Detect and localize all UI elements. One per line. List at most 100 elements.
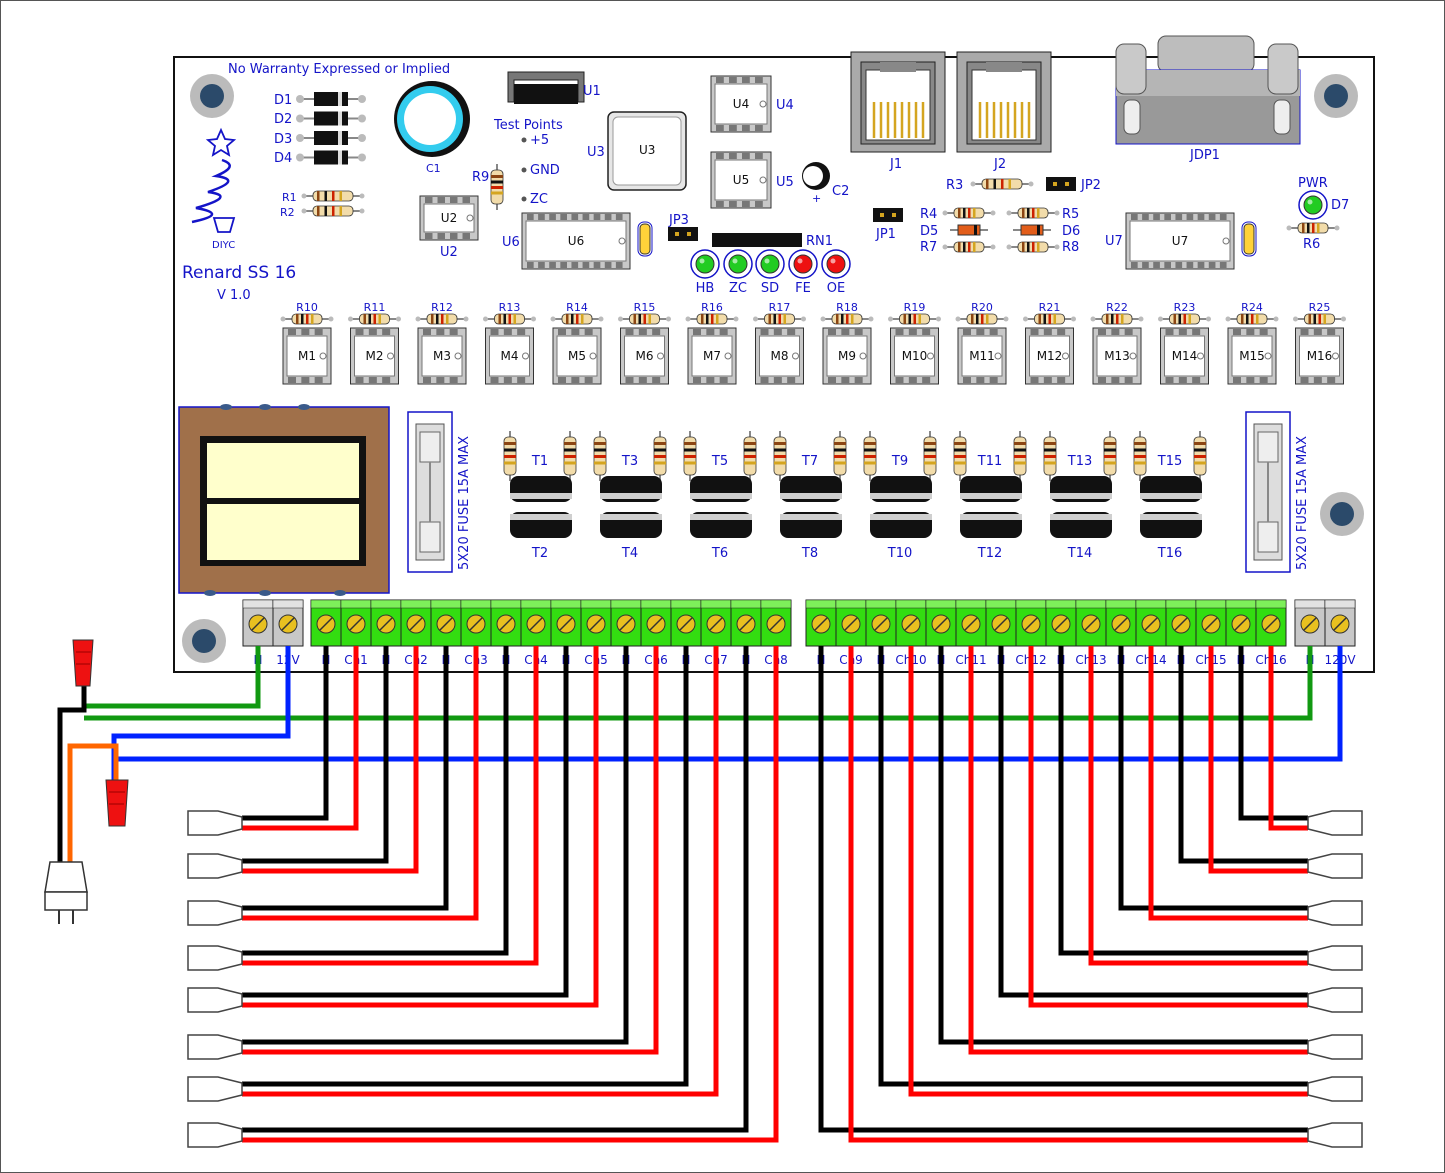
resistor-r20 (955, 313, 1009, 325)
resistor-r16 (685, 313, 739, 325)
label-d5: D5 (920, 224, 938, 239)
optocoupler-m12-text: M12 (1037, 349, 1063, 363)
label-t16: T16 (1157, 546, 1182, 561)
label-t15: T15 (1157, 454, 1182, 469)
lamp-plug-right-6 (1307, 900, 1363, 926)
triac-t1 (510, 476, 572, 502)
lamp-plug-left-5 (187, 987, 243, 1013)
terminal-right-15: N (1225, 599, 1257, 667)
label-t4: T4 (621, 546, 638, 561)
resistor-r3 (970, 178, 1034, 190)
resistor-r8 (1006, 241, 1060, 253)
resistor-triac-top-11-b (1013, 431, 1027, 481)
test-points-title: Test Points (493, 118, 563, 133)
chip-u4-text: U4 (733, 97, 749, 111)
rj45-jack-j1 (850, 51, 946, 153)
lamp-plug-left-4 (187, 945, 243, 971)
optocoupler-m9-text: M9 (838, 349, 856, 363)
label-r16: R16 (701, 301, 723, 314)
wire-nut-bottom (105, 779, 129, 827)
regulator-u1 (507, 71, 585, 103)
wire-right-ch-6 (1148, 646, 1308, 921)
board-version: V 1.0 (217, 288, 251, 303)
label-r9: R9 (472, 170, 489, 185)
wire-green-120v-n (84, 646, 1313, 721)
triac-t5 (690, 476, 752, 502)
resistor-triac-top-5-b (743, 431, 757, 481)
triac-t11 (960, 476, 1022, 502)
terminal-left-8: Ch4 (520, 599, 552, 667)
label-r14: R14 (566, 301, 588, 314)
label-r3: R3 (946, 178, 963, 193)
resistor-triac-top-5-a (683, 431, 697, 481)
resistor-triac-top-9-b (923, 431, 937, 481)
label-u2: U2 (440, 245, 458, 260)
label-jp1: JP1 (875, 227, 896, 242)
label-r19: R19 (904, 301, 926, 314)
label-r6: R6 (1303, 237, 1320, 252)
label-t1: T1 (531, 454, 548, 469)
resistor-triac-top-15-b (1193, 431, 1207, 481)
db9-connector-jdp1 (1115, 35, 1301, 145)
board-static-parts (178, 35, 1364, 663)
wire-right-n-3 (938, 646, 1308, 1045)
resistor-r12 (415, 313, 469, 325)
lamp-plug-right-4 (1307, 987, 1363, 1013)
optocoupler-m11: M11 (957, 327, 1007, 385)
label-r15: R15 (634, 301, 656, 314)
resistor-r5 (1006, 207, 1060, 219)
led-label-oe: OE (827, 281, 845, 296)
resistor-r9 (490, 164, 504, 210)
terminal-right-9: N (1045, 599, 1077, 667)
diode-d4 (296, 150, 366, 165)
optocoupler-m1: M1 (282, 327, 332, 385)
label-c2: C2 (832, 184, 849, 199)
chip-u6-text: U6 (568, 234, 584, 248)
led-d7 (1298, 190, 1328, 220)
wire-right-ch-4 (1028, 646, 1308, 1008)
label-u6: U6 (502, 235, 520, 250)
label-r2: R2 (280, 206, 295, 219)
optocoupler-m6-text: M6 (636, 349, 654, 363)
optocoupler-m16-text: M16 (1307, 349, 1333, 363)
resistor-r25 (1293, 313, 1346, 325)
label-t9: T9 (891, 454, 908, 469)
led-fe (788, 249, 818, 279)
label-jp2: JP2 (1080, 178, 1101, 193)
optocoupler-m16: M16 (1295, 327, 1344, 385)
wire-orange-mains (67, 743, 119, 862)
label-r11: R11 (364, 301, 386, 314)
resistor-r18 (820, 313, 874, 325)
wire-right-n-7 (1178, 646, 1308, 864)
fuse-right: 5X20 FUSE 15A MAX (1245, 411, 1310, 573)
resistor-r6 (1286, 222, 1340, 234)
optocoupler-m15: M15 (1227, 327, 1277, 385)
logo-text: DIYC (212, 240, 235, 251)
label-r24: R24 (1241, 301, 1263, 314)
wire-left-n-6 (242, 646, 629, 1045)
optocoupler-m15-text: M15 (1239, 349, 1265, 363)
chip-u6: U6 (521, 212, 631, 270)
terminal-left-16: Ch8 (760, 599, 792, 667)
terminal-left-3: N (370, 599, 402, 667)
resistor-r1 (301, 190, 365, 202)
wire-left-ch-8 (242, 646, 779, 1143)
resistor-r23 (1158, 313, 1211, 325)
optocoupler-m5-text: M5 (568, 349, 586, 363)
wire-right-n-8 (1238, 646, 1308, 821)
wire-black-mains (57, 686, 87, 862)
chip-u7-text: U7 (1172, 234, 1188, 248)
wire-left-ch-1 (242, 646, 359, 831)
jumper-jp1 (873, 208, 903, 222)
resistor-r4 (942, 207, 996, 219)
triac-t10 (870, 512, 932, 538)
test-point-gnd: GND (530, 163, 560, 178)
wire-left-n-3 (242, 646, 449, 911)
mounting-holes (182, 74, 1364, 663)
jumper-jp2 (1046, 177, 1076, 191)
label-jp3: JP3 (668, 213, 689, 228)
label-r4: R4 (920, 207, 937, 222)
terminal-power-left-12v: 12V (272, 599, 304, 667)
label-u4: U4 (776, 98, 794, 113)
